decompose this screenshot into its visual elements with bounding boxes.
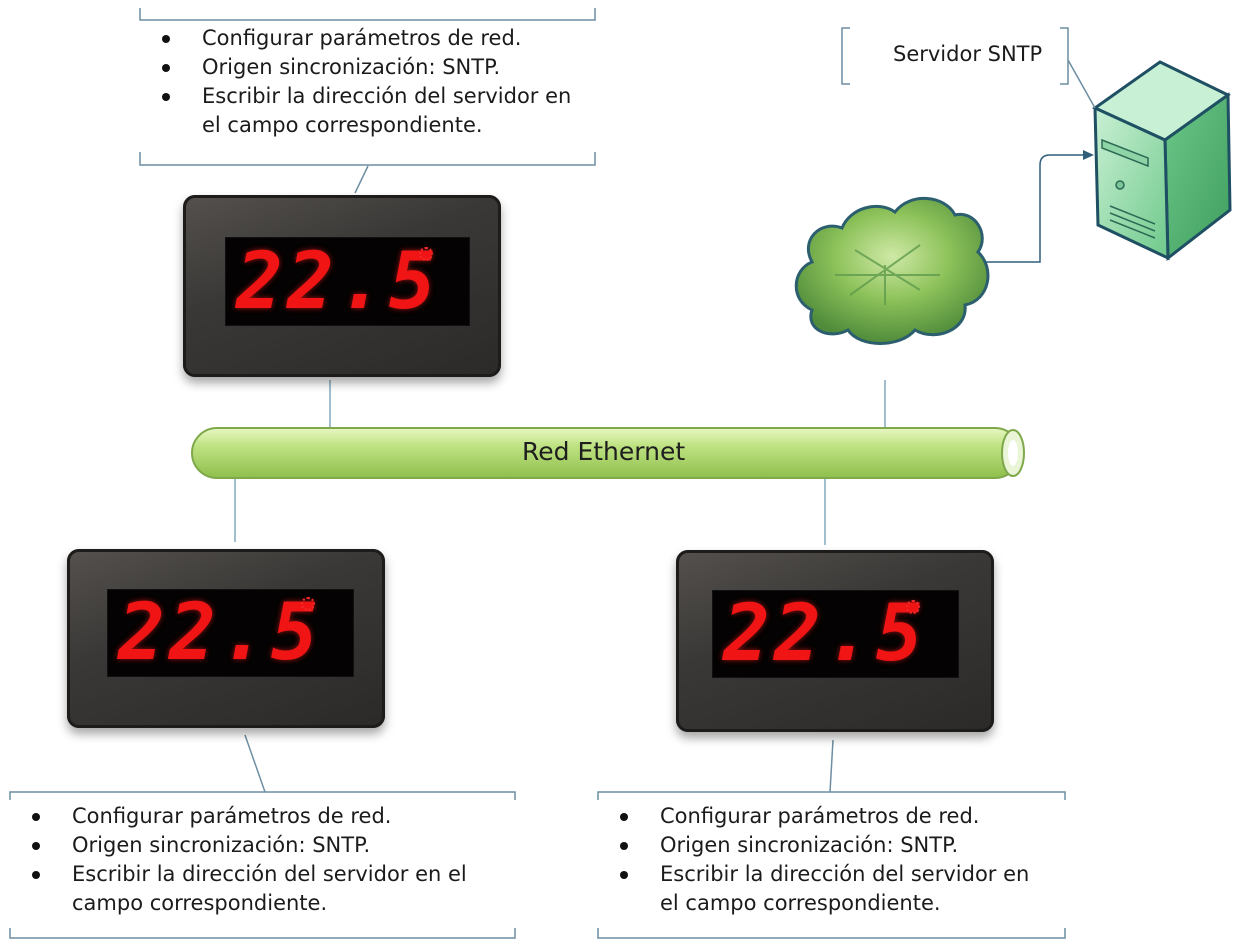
arrow-head-icon [1083,150,1094,160]
display-value: 22.5 [723,589,927,679]
degree-icon [906,600,920,614]
led-screen: 22.5 [107,589,354,677]
server-label: Servidor SNTP [893,42,1043,66]
led-display-bottom-left: 22.5 [67,549,385,728]
note-item: Origen sincronización: SNTP. [10,831,510,860]
server-label-bracket [841,27,1096,109]
note-item: Escribir la dirección del servidor en el… [598,860,1053,918]
note-item: Configurar parámetros de red. [140,24,580,53]
display-value: 22.5 [236,236,440,327]
internet-cloud-icon [794,197,990,345]
bottom-left-note-bracket [9,734,516,939]
led-screen: 22.5 [225,237,470,326]
bottom-left-note: Configurar parámetros de red. Origen sin… [10,802,510,918]
degree-icon [419,247,433,261]
led-display-top: 22.5 [183,195,501,377]
ethernet-label: Red Ethernet [522,437,686,466]
server-link-line [986,154,1092,263]
top-note: Configurar parámetros de red. Origen sin… [140,24,580,140]
note-item: Origen sincronización: SNTP. [598,831,1053,860]
server-tower-icon [1092,60,1232,261]
bottom-right-note: Configurar parámetros de red. Origen sin… [598,802,1053,918]
top-note-bracket [139,8,596,194]
note-item: Configurar parámetros de red. [598,802,1053,831]
note-item: Escribir la dirección del servidor en el… [10,860,510,918]
led-screen: 22.5 [712,590,959,678]
note-item: Escribir la dirección del servidor en el… [140,82,580,140]
degree-icon [301,597,315,611]
note-item: Origen sincronización: SNTP. [140,53,580,82]
bottom-right-note-bracket [597,739,1066,939]
led-display-bottom-right: 22.5 [676,550,994,732]
ethernet-pipe [191,427,1025,479]
display-value: 22.5 [118,588,322,678]
note-item: Configurar parámetros de red. [10,802,510,831]
